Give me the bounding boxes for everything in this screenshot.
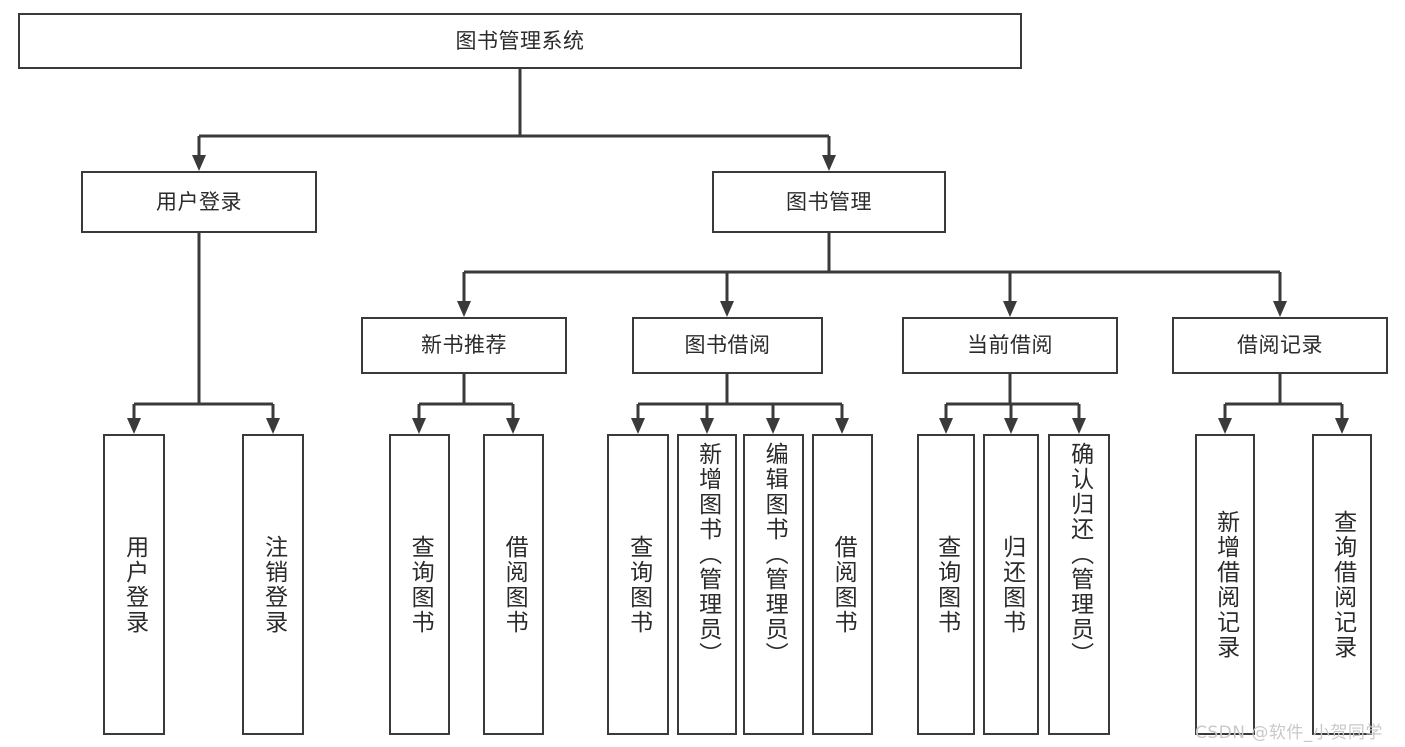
node-label: 用户登录 [156, 189, 242, 214]
node-leaf-add-record[interactable]: 新增借阅记录 [1195, 434, 1255, 735]
node-label: 编辑图书（管理员） [761, 442, 788, 667]
edges-group [127, 69, 1349, 434]
node-current-borrow[interactable]: 当前借阅 [902, 317, 1118, 374]
node-book-manage[interactable]: 图书管理 [712, 171, 946, 233]
node-borrow-record[interactable]: 借阅记录 [1172, 317, 1388, 374]
node-label: 图书借阅 [684, 333, 771, 358]
node-label: 借阅记录 [1237, 333, 1323, 358]
node-label: 借阅图书 [501, 534, 528, 635]
node-label: 新增借阅记录 [1212, 509, 1239, 660]
bar-book-manage-arrow-2-head [1003, 301, 1017, 317]
node-label: 归还图书 [998, 534, 1025, 635]
node-leaf-add-book[interactable]: 新增图书（管理员） [677, 434, 737, 735]
node-label: 新书推荐 [421, 333, 507, 358]
node-user-login[interactable]: 用户登录 [81, 171, 317, 233]
bar-new-book-rec-arrow-0-head [412, 418, 426, 434]
node-leaf-query-record[interactable]: 查询借阅记录 [1312, 434, 1372, 735]
bar-current-borrow-arrow-0-head [939, 418, 953, 434]
node-leaf-query-book-3[interactable]: 查询图书 [917, 434, 975, 735]
node-leaf-user-login[interactable]: 用户登录 [103, 434, 165, 735]
node-label: 图书管理 [786, 189, 872, 214]
bar-new-book-rec-arrow-1-head [506, 418, 520, 434]
bar-root-arrow-1-head [822, 155, 836, 171]
bar-borrow-record-arrow-0-head [1218, 418, 1232, 434]
node-label: 查询借阅记录 [1329, 509, 1356, 660]
bar-book-borrow-arrow-0-head [631, 418, 645, 434]
node-label: 当前借阅 [967, 333, 1053, 358]
node-label: 注销登录 [260, 534, 287, 635]
bar-book-manage-arrow-0-head [457, 301, 471, 317]
node-label: 新增图书（管理员） [694, 442, 721, 667]
node-new-book-rec[interactable]: 新书推荐 [361, 317, 567, 374]
node-label: 查询图书 [933, 534, 960, 635]
bar-current-borrow-arrow-2-head [1072, 418, 1086, 434]
node-label: 确认归还（管理员） [1066, 442, 1093, 667]
bar-book-borrow-arrow-1-head [700, 418, 714, 434]
node-leaf-logout[interactable]: 注销登录 [242, 434, 304, 735]
bar-user-login-arrow-0-head [127, 418, 141, 434]
node-leaf-confirm-return[interactable]: 确认归还（管理员） [1048, 434, 1110, 735]
bar-current-borrow-arrow-1-head [1004, 418, 1018, 434]
node-label: 图书管理系统 [455, 28, 585, 53]
node-leaf-query-book-1[interactable]: 查询图书 [389, 434, 450, 735]
node-leaf-edit-book[interactable]: 编辑图书（管理员） [743, 434, 804, 735]
node-root[interactable]: 图书管理系统 [18, 13, 1022, 69]
node-label: 用户登录 [121, 534, 148, 635]
node-book-borrow[interactable]: 图书借阅 [632, 317, 823, 374]
node-label: 查询图书 [625, 534, 652, 635]
node-label: 查询图书 [407, 534, 434, 635]
bar-book-manage-arrow-1-head [720, 301, 734, 317]
bar-root-arrow-0-head [192, 155, 206, 171]
bar-book-borrow-arrow-3-head [835, 418, 849, 434]
node-leaf-borrow-book-2[interactable]: 借阅图书 [812, 434, 873, 735]
bar-borrow-record-arrow-1-head [1335, 418, 1349, 434]
bar-book-manage-arrow-3-head [1273, 301, 1287, 317]
bar-book-borrow-arrow-2-head [766, 418, 780, 434]
node-label: 借阅图书 [830, 534, 857, 635]
node-leaf-borrow-book-1[interactable]: 借阅图书 [483, 434, 544, 735]
node-leaf-query-book-2[interactable]: 查询图书 [607, 434, 669, 735]
node-leaf-return-book[interactable]: 归还图书 [983, 434, 1039, 735]
bar-user-login-arrow-1-head [266, 418, 280, 434]
